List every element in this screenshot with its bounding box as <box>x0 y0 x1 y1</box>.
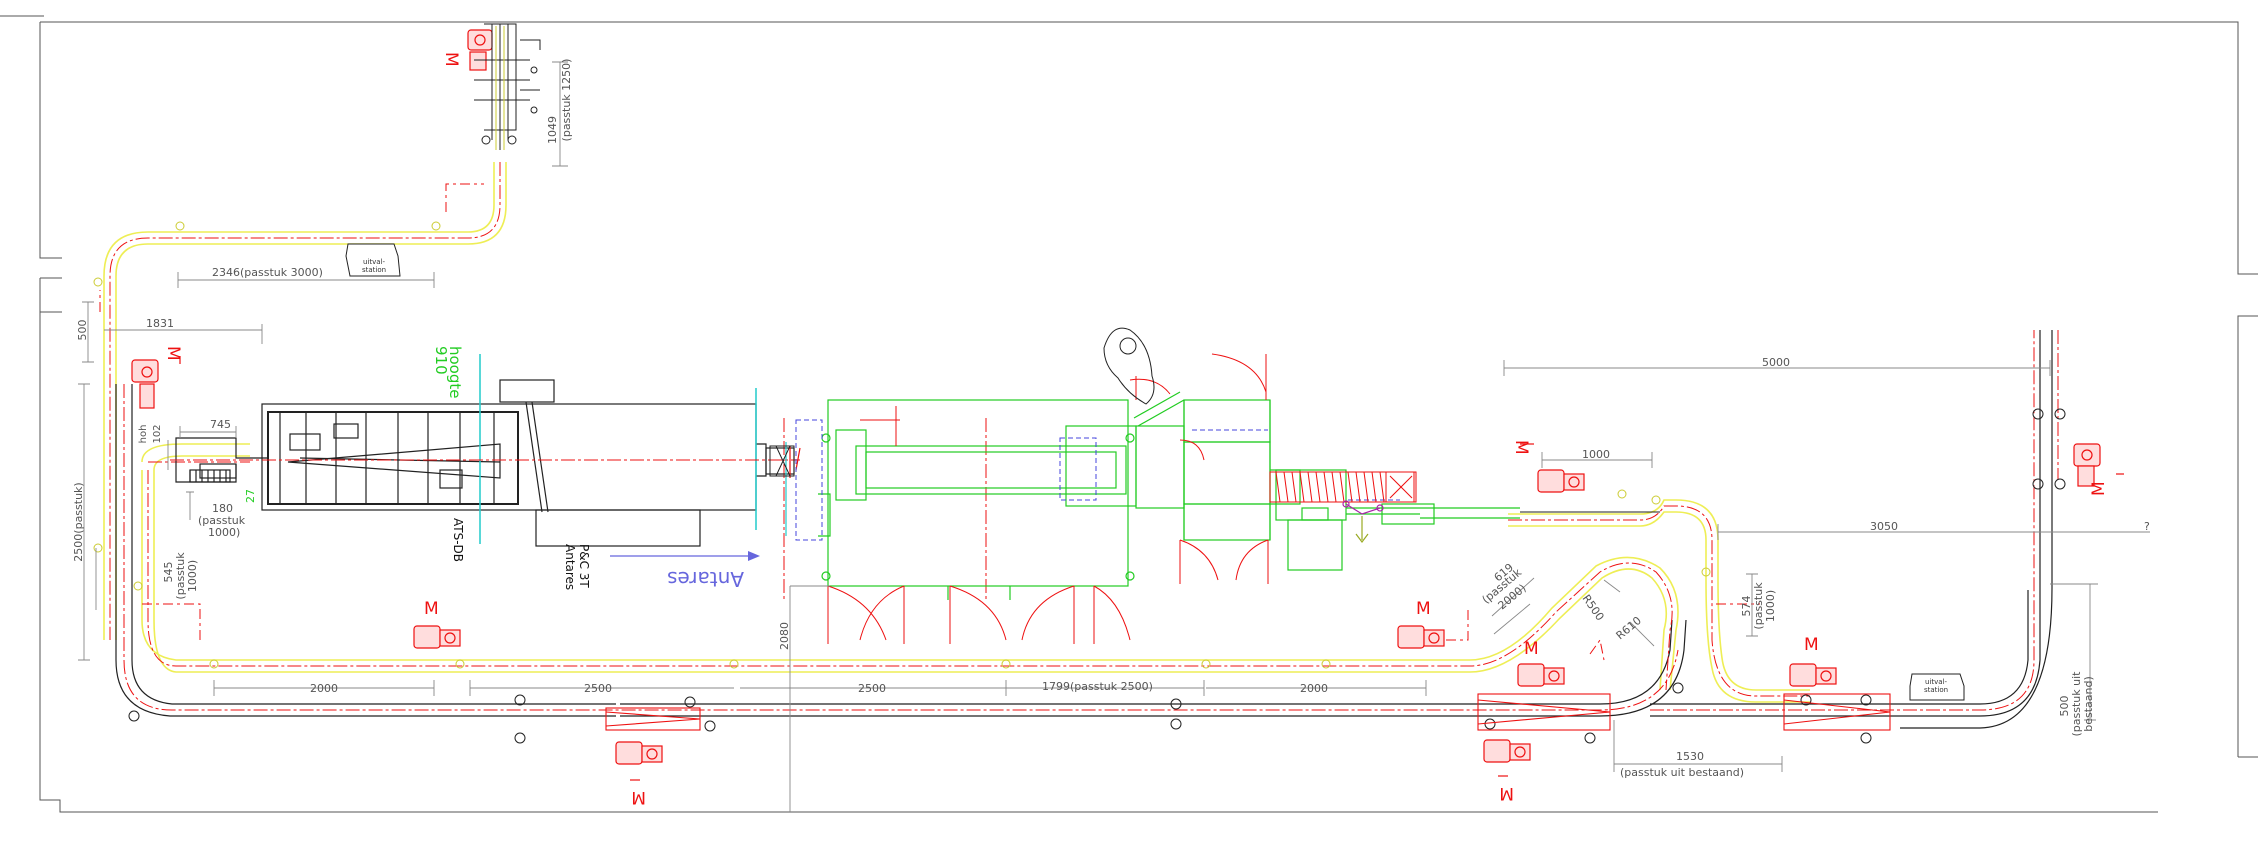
dim-500-right-sub1: (passtuk uit <box>2070 671 2083 737</box>
dim-500-left: 500 <box>76 320 89 341</box>
guard-lines <box>99 183 1760 661</box>
dim-545: 545 <box>162 562 175 583</box>
motor-unit-4 <box>1397 625 1445 649</box>
guide-rails <box>103 162 1810 703</box>
dim-180-sub1: (passtuk <box>198 514 246 527</box>
label-ats-db: ATS-DB <box>451 518 465 562</box>
dim-2500-vertical: 2500(passtuk) <box>72 482 85 561</box>
dim-1530-sub: (passtuk uit bestaand) <box>1620 766 1744 779</box>
uitval-label-1b: station <box>362 266 386 274</box>
pc-red-doors <box>827 353 1269 644</box>
motor-label-8: M <box>1804 635 1819 655</box>
dim-r500: R500 <box>1580 592 1607 623</box>
uitval-label-2a: uitval- <box>1925 678 1948 686</box>
motor-unit-2 <box>413 625 461 649</box>
motor-label-9: M <box>2089 481 2109 496</box>
pc-machine <box>818 391 1520 600</box>
dim-2000-a: 2000 <box>310 682 338 695</box>
uitval-station-1: uitval- station <box>345 243 401 277</box>
rollers <box>93 221 1711 669</box>
dimension-lines <box>78 61 2150 812</box>
pc-yellow-arrow <box>1355 516 1369 543</box>
conveyor-track <box>115 330 2053 729</box>
motor-label-1: M <box>163 346 183 361</box>
motor-label-ticks <box>179 356 2124 781</box>
motor-unit-8 <box>1789 663 1837 687</box>
motor-label-2: M <box>424 599 439 619</box>
label-pc-line2: Antares <box>563 544 577 590</box>
motor-label-10: M <box>441 52 461 67</box>
dim-2346: 2346(passtuk 3000) <box>212 266 323 279</box>
building-outline <box>0 15 2258 813</box>
dim-500-right-sub2: bestaand) <box>2082 676 2095 732</box>
motor-label-4: M <box>1416 599 1431 619</box>
motor-unit-3 <box>615 741 663 765</box>
motor-label-7: M <box>1511 440 1531 455</box>
dim-574-sub1: (passtuk <box>1752 582 1765 630</box>
dim-1530: 1530 <box>1676 750 1704 763</box>
dim-hoh-1: hoh <box>138 425 149 444</box>
motor-unit-5 <box>1517 663 1565 687</box>
dim-3050: 3050 <box>1870 520 1898 533</box>
pc-purple-mech <box>1342 500 1384 515</box>
motor-label-5: M <box>1524 639 1539 659</box>
uitval-label-2b: station <box>1924 686 1948 694</box>
dim-5000: 5000 <box>1762 356 1790 369</box>
dim-545-sub2: 1000) <box>186 560 199 592</box>
motor-label-6: M <box>1499 783 1514 803</box>
label-hoogte: hoogte <box>446 346 464 399</box>
motor-unit-1 <box>131 359 159 409</box>
dim-2500-b: 2500 <box>858 682 886 695</box>
label-question: ? <box>2144 520 2150 533</box>
dim-1000: 1000 <box>1582 448 1610 461</box>
motor-label-3: M <box>631 787 646 807</box>
top-diverter-yellow <box>495 26 505 150</box>
motor-unit-7 <box>1537 469 1585 493</box>
motors <box>131 29 2101 765</box>
dim-1799: 1799(passtuk 2500) <box>1042 680 1153 693</box>
dim-2500-a: 2500 <box>584 682 612 695</box>
ats-db-machine <box>175 379 795 547</box>
label-antares: Antares <box>667 567 744 591</box>
dim-1049: 1049 <box>546 116 559 144</box>
uitval-label-1a: uitval- <box>363 258 386 266</box>
dim-1049-sub: (passtuk 1250) <box>560 59 573 142</box>
dim-2080: 2080 <box>778 622 791 650</box>
uitval-station-2: uitval- station <box>1909 673 1965 701</box>
dim-745: 745 <box>210 418 231 431</box>
dim-180-sub2: 1000) <box>208 526 240 539</box>
dim-500-right: 500 <box>2058 696 2071 717</box>
motor-labels: M M M M M M M M M M <box>163 52 2109 807</box>
dim-574: 574 <box>1740 596 1753 617</box>
track-rollers <box>128 408 2066 744</box>
pc-red-spring <box>1269 471 1417 503</box>
dim-180: 180 <box>212 502 233 515</box>
pc-blue-details <box>795 419 1400 541</box>
connector <box>769 445 795 477</box>
dim-2000-b: 2000 <box>1300 682 1328 695</box>
label-hoogte-value: 910 <box>432 346 450 375</box>
motor-unit-6 <box>1483 739 1531 763</box>
label-27: 27 <box>244 489 257 503</box>
pc-robot-arm <box>1103 327 1155 405</box>
dim-r610: R610 <box>1614 614 1644 642</box>
dim-1831: 1831 <box>146 317 174 330</box>
dim-574-sub2: 1000) <box>1764 590 1777 622</box>
centerlines <box>109 162 2059 711</box>
dim-545-sub1: (passtuk <box>174 552 187 600</box>
dim-hoh-2: 102 <box>152 424 163 443</box>
switch-boxes <box>605 693 1891 731</box>
motor-unit-9 <box>2073 443 2101 487</box>
ats-red-detail <box>789 446 801 478</box>
label-pc-line1: P&C 3T <box>577 544 591 588</box>
motor-unit-10 <box>467 29 493 71</box>
top-diverter <box>474 23 541 150</box>
antares-flow-arrow: Antares <box>610 551 760 591</box>
